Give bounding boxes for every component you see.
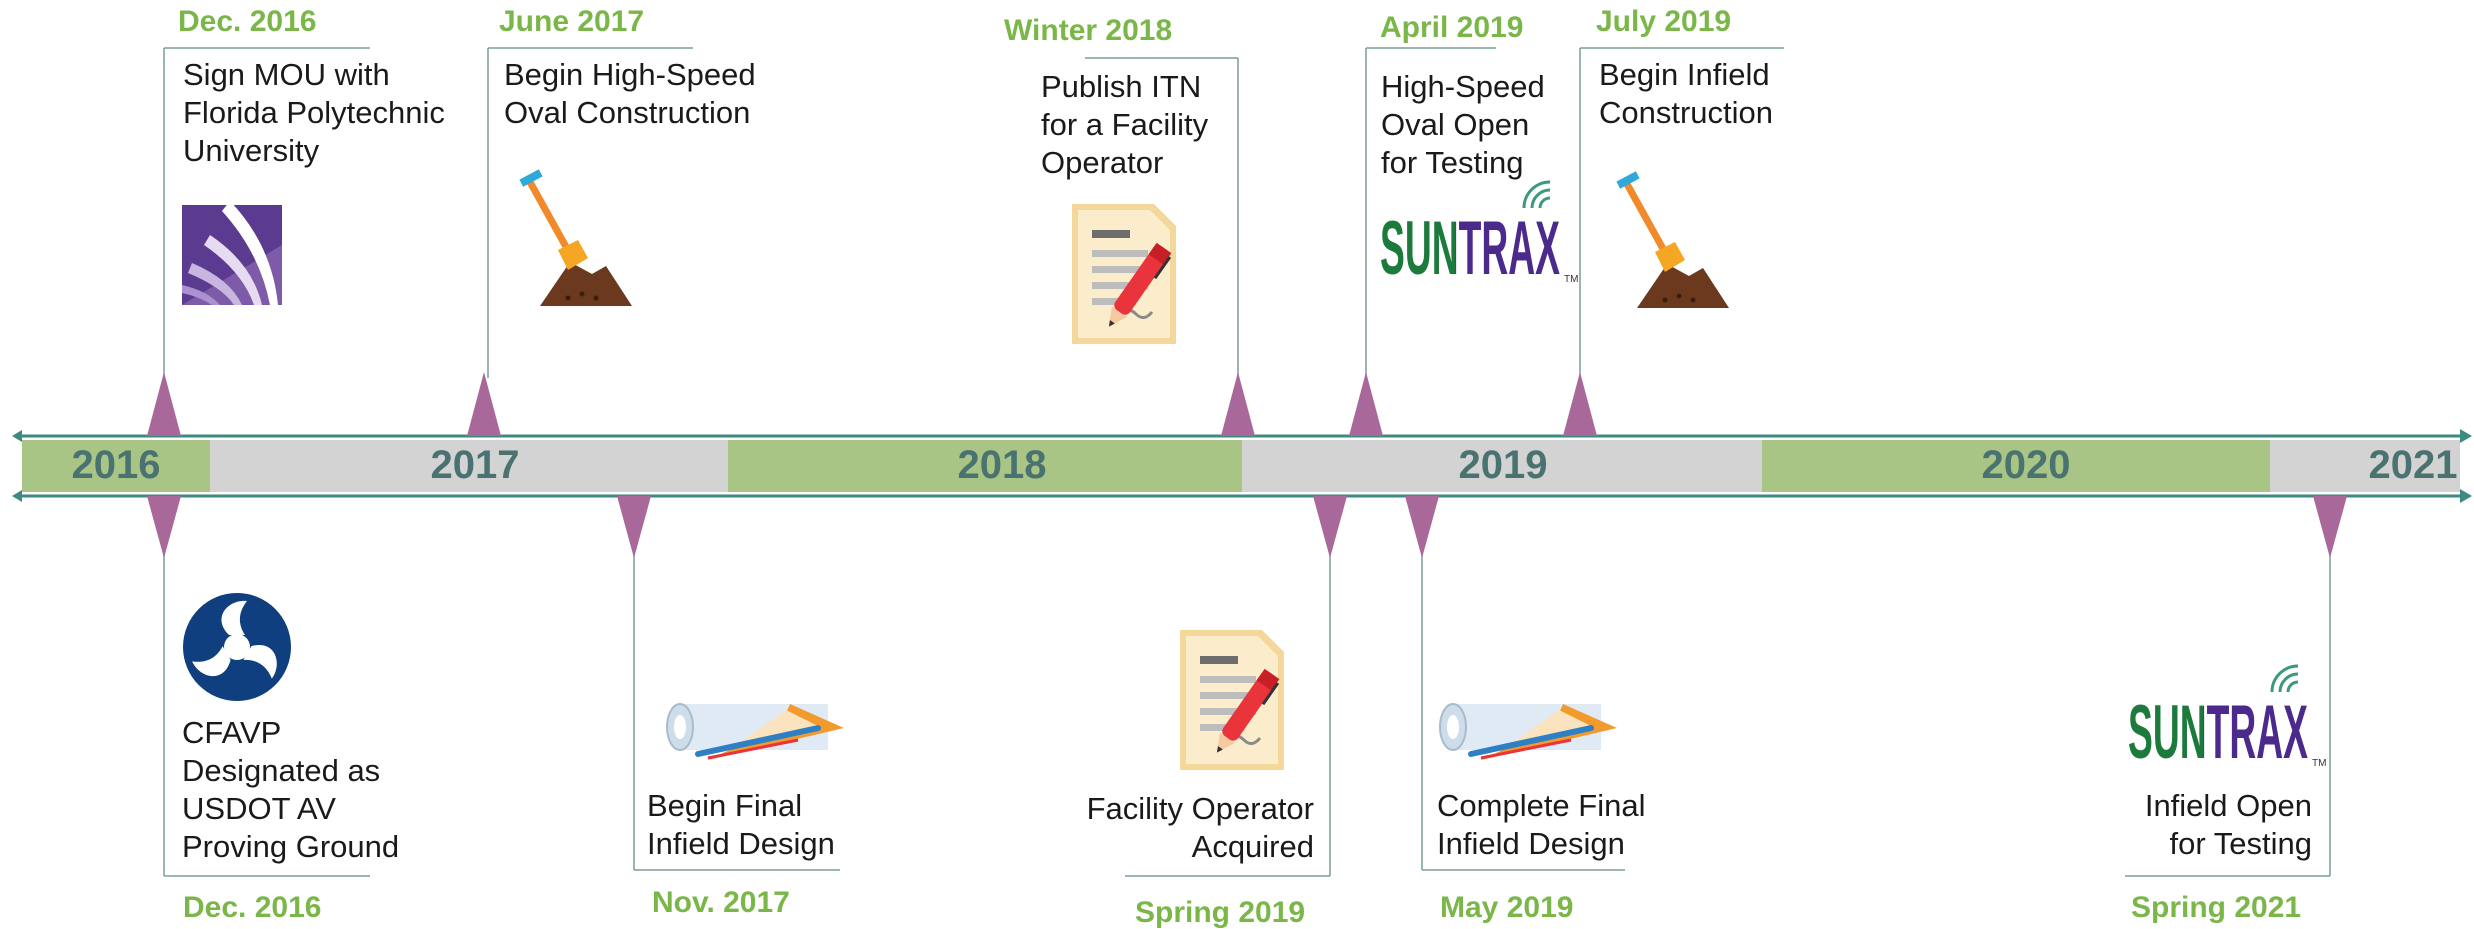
year-label-2019: 2019 — [1458, 443, 1548, 487]
axis-arrow-right — [2460, 429, 2472, 443]
blueprint-triangle-icon — [667, 704, 844, 760]
timeline-year-bands — [22, 440, 2460, 492]
year-band-2016 — [22, 440, 210, 492]
document-pen-icon — [1070, 202, 1178, 346]
year-label-2017: 2017 — [430, 443, 520, 487]
year-label-2018: 2018 — [957, 443, 1047, 487]
milestone-date: July 2019 — [1596, 5, 1732, 38]
blueprint-triangle-icon — [1440, 704, 1617, 760]
usdot-logo-icon — [183, 593, 291, 701]
milestone-markers — [147, 372, 2347, 558]
florida-poly-logo-icon — [182, 201, 282, 305]
milestone-marker — [1563, 372, 1597, 436]
year-band-2020 — [1762, 440, 2270, 492]
milestone-date: Spring 2021 — [2131, 891, 2302, 924]
milestone-connectors — [163, 47, 2331, 877]
year-band-2021 — [2270, 440, 2460, 492]
milestone-date: Nov. 2017 — [652, 886, 790, 919]
milestone-date: April 2019 — [1380, 11, 1524, 44]
milestone-marker — [1221, 372, 1255, 436]
axis-arrow-left — [12, 490, 22, 502]
milestone-marker — [1313, 496, 1347, 558]
year-band-2018 — [728, 440, 1242, 492]
milestone-date: May 2019 — [1440, 891, 1574, 924]
axis-arrow-left — [12, 430, 22, 442]
suntrax-wordmark: SUNTRAX — [1380, 206, 1560, 291]
suntrax-logo-icon: SUNTRAX TM — [1380, 180, 1578, 291]
shovel-dirt-icon — [1616, 171, 1729, 308]
shovel-dirt-icon — [519, 169, 632, 306]
suntrax-logo-icon: SUNTRAX TM — [2128, 664, 2326, 775]
milestone-marker — [617, 496, 651, 558]
milestone-marker — [1405, 496, 1439, 558]
svg-text:TM: TM — [2312, 758, 2326, 769]
year-label-2020: 2020 — [1981, 443, 2071, 487]
milestone-icons: SUNTRAX TM SUNTRAX TM — [182, 169, 2326, 775]
svg-text:TM: TM — [1564, 274, 1578, 285]
milestone-marker — [147, 496, 181, 558]
milestone-marker — [2313, 496, 2347, 558]
year-label-2021: 2021 — [2368, 443, 2458, 487]
milestone-marker — [147, 372, 181, 436]
suntrax-wordmark: SUNTRAX — [2128, 690, 2308, 775]
milestone-date: Dec. 2016 — [178, 5, 317, 38]
axis-arrow-right — [2460, 489, 2472, 503]
year-band-2019 — [1242, 440, 1762, 492]
year-label-2016: 2016 — [71, 443, 161, 487]
milestone-date: Spring 2019 — [1135, 896, 1306, 929]
milestone-date: June 2017 — [499, 5, 645, 38]
milestone-marker — [1349, 372, 1383, 436]
milestone-date: Winter 2018 — [1004, 14, 1173, 47]
milestone-marker — [467, 372, 501, 436]
document-pen-icon — [1178, 628, 1286, 772]
milestone-date: Dec. 2016 — [183, 891, 322, 924]
year-band-2017 — [210, 440, 728, 492]
